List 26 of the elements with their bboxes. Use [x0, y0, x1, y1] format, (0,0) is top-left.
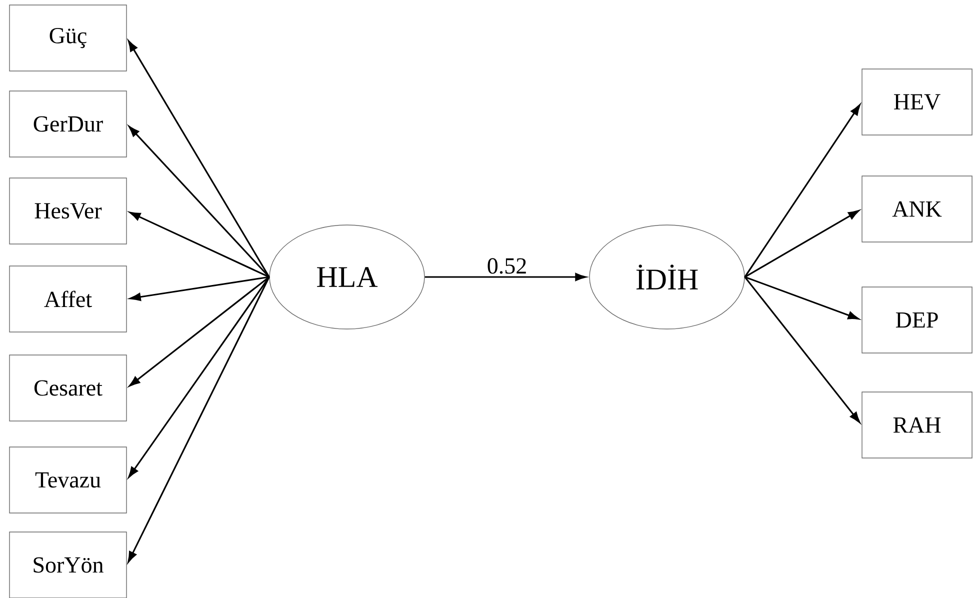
ellipse-node: İDİH [589, 224, 745, 330]
arrow [128, 126, 270, 278]
indicator-box: RAH [862, 392, 972, 458]
indicator-box: Güç [9, 4, 127, 72]
arrow [128, 40, 270, 278]
indicator-box: Cesaret [9, 354, 127, 422]
indicator-box: HEV [862, 68, 972, 136]
indicator-box: HesVer [9, 178, 127, 244]
arrow [130, 276, 270, 301]
ellipse-node: HLA [269, 224, 425, 330]
arrow [128, 276, 270, 478]
indicator-box: DEP [862, 286, 972, 354]
arrow [744, 210, 860, 278]
indicator-box: ANK [862, 176, 972, 242]
indicator-box: SorYön [9, 532, 127, 598]
arrow [129, 276, 270, 386]
arrow [744, 276, 860, 423]
indicator-box: Affet [9, 266, 127, 332]
indicator-box: GerDur [9, 90, 127, 158]
arrow [744, 104, 860, 278]
arrow [744, 276, 859, 320]
arrow [128, 276, 270, 562]
arrow [424, 273, 586, 282]
arrow [130, 212, 270, 278]
edge-label: 0.52 [486, 257, 528, 275]
indicator-box: Tevazu [9, 446, 127, 514]
